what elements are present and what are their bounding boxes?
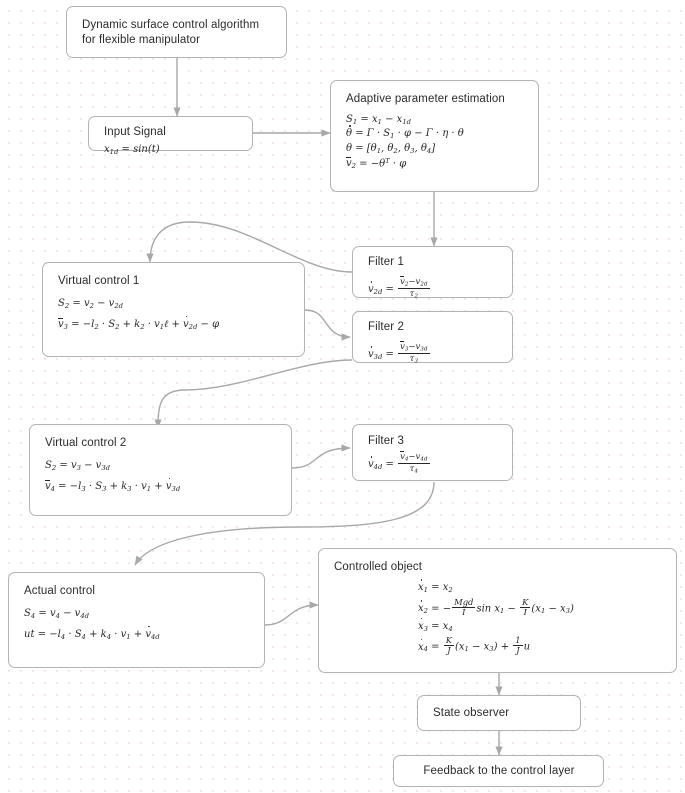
eq-vc1-1: S2 = v2 − v2d [58,298,124,310]
node-actual-control[interactable]: Actual control S4 = v4 − v4d ut = −l4 · … [8,572,265,668]
node-vc2-label: Virtual control 2 [45,437,127,449]
node-input-signal-label: Input Signal [104,126,166,138]
node-root[interactable]: Dynamic surface control algorithm for fl… [66,6,287,58]
node-filter-3-label: Filter 3 [368,435,404,447]
node-feedback[interactable]: Feedback to the control layer [393,755,604,787]
eq-adaptive-3: θ = [θ1, θ2, θ3, θ4] [346,142,436,155]
wire-vc2-to-filter3 [291,444,351,469]
node-adaptive-label: Adaptive parameter estimation [346,93,505,105]
node-controlled-object-label: Controlled object [334,561,423,573]
node-state-observer-label: State observer [433,707,510,719]
eq-vc2-1: S2 = v3 − v3d [45,460,111,472]
eq-adaptive-4: v2 = −θT · φ [346,157,407,171]
node-virtual-control-1[interactable]: Virtual control 1 S2 = v2 − v2d v3 = −l2… [42,262,305,357]
node-filter-2-label: Filter 2 [368,321,404,333]
node-root-label-line1: Dynamic surface control algorithm [82,19,260,31]
eq-vc2-2: v4 = −l3 · S3 + k3 · v1 + v3d [45,477,181,493]
eq-vc1-2: v3 = −l2 · S2 + k2 · v1ℓ + v2d − φ [58,315,220,331]
eq-plant-1: x1 = x2 [418,579,453,594]
eq-actual-2: ut = −l4 · S4 + k4 · v1 + v4d [24,625,160,641]
node-vc1-label: Virtual control 1 [58,275,140,287]
node-filter-1-label: Filter 1 [368,256,404,268]
eq-plant-3: x3 = x4 [418,617,453,633]
eq-adaptive-1: S1 = x1 − x1d [346,114,412,126]
node-adaptive-parameter-estimation[interactable]: Adaptive parameter estimation S1 = x1 − … [330,80,539,192]
wire-vc1-to-filter2 [304,309,351,341]
eq-actual-1: S4 = v4 − v4d [24,608,90,620]
node-feedback-label: Feedback to the control layer [423,765,575,777]
node-actual-control-label: Actual control [24,585,96,597]
wire-actual-to-controlled [264,601,319,626]
eq-input-signal: x1d = sin(t) [104,144,160,156]
node-input-signal[interactable]: Input Signal x1d = sin(t) [88,116,253,156]
node-virtual-control-2[interactable]: Virtual control 2 S2 = v3 − v3d v4 = −l3… [29,424,292,516]
node-root-label-line2: for flexible manipulator [82,34,201,46]
eq-adaptive-2: θ = Γ · S1 · φ − Γ · η · θ [346,125,464,141]
wire-filter2-to-vc2 [154,359,353,429]
node-state-observer[interactable]: State observer [417,695,581,731]
eq-group-adaptive: S1 = x1 − x1d θ = Γ · S1 · φ − Γ · η · θ… [346,114,524,170]
